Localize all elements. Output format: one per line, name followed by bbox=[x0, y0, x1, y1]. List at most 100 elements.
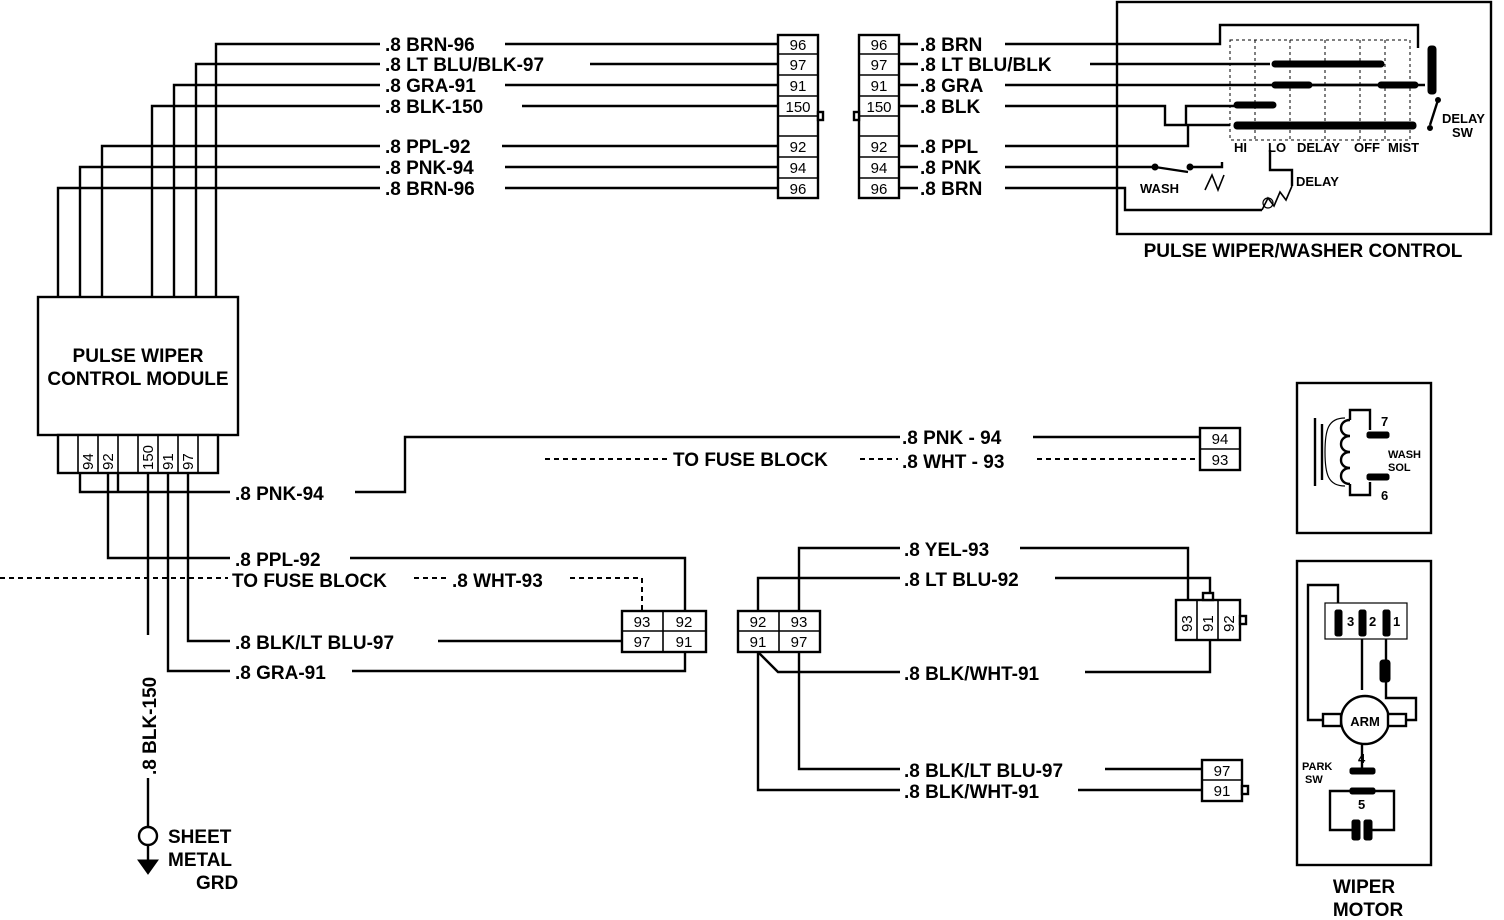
control-module: PULSE WIPER CONTROL MODULE 94 92 150 91 … bbox=[36, 295, 240, 475]
wire-label-ltblu92: .8 LT BLU-92 bbox=[904, 570, 1019, 591]
conn-l-pin-96: 96 bbox=[790, 37, 807, 54]
wire-label-ltblublk97: .8 LT BLU/BLK-97 bbox=[385, 55, 544, 76]
wire-label-blk150-ground: .8 BLK-150 bbox=[140, 677, 161, 775]
module-pin-94: 94 bbox=[80, 453, 97, 470]
wash-solenoid: 7 6 WASH SOL bbox=[1295, 381, 1433, 535]
top-right-wires: .8 BRN .8 LT BLU/BLK .8 GRA .8 BLK .8 PP… bbox=[899, 23, 1420, 212]
wire-label-blkwht91b: .8 BLK/WHT-91 bbox=[904, 782, 1040, 803]
conn-l-pin-150: 150 bbox=[785, 99, 810, 116]
wire-label-yel93: .8 YEL-93 bbox=[904, 540, 989, 561]
washer-control-switch: DELAY SW HI LO DELAY OFF MIST WASH DELAY… bbox=[1115, 0, 1493, 262]
pos-delay: DELAY bbox=[1297, 140, 1340, 155]
conn-r-pin-92: 92 bbox=[871, 139, 888, 156]
conn-l-pin-97: 97 bbox=[790, 57, 807, 74]
wire-label-blk150: .8 BLK-150 bbox=[385, 97, 483, 118]
conn-l-pin-91: 91 bbox=[790, 78, 807, 95]
wire-label-blkltblu97b: .8 BLK/LT BLU-97 bbox=[904, 761, 1063, 782]
wire-label-ppl92-lower: .8 PPL-92 bbox=[235, 550, 321, 571]
switch-title: PULSE WIPER/WASHER CONTROL bbox=[1144, 241, 1463, 262]
wire-label-brn: .8 BRN bbox=[920, 35, 982, 56]
top-connector-right: 96 97 91 150 92 94 96 bbox=[852, 33, 901, 200]
ground-label-3: GRD bbox=[196, 873, 238, 894]
wire-label-pnk: .8 PNK bbox=[920, 158, 982, 179]
motor-pin-3: 3 bbox=[1347, 614, 1354, 629]
wire-label-pnk94-left: .8 PNK-94 bbox=[235, 484, 324, 505]
delay-pot-label: DELAY bbox=[1296, 174, 1339, 189]
wire-label-wht93-upper: .8 WHT - 93 bbox=[902, 452, 1004, 473]
wiper-motor-label-1: WIPER bbox=[1333, 877, 1396, 898]
mid-wires: .8 PNK-94 .8 PNK - 94 TO FUSE BLOCK .8 W… bbox=[78, 426, 1242, 505]
park-pin-5: 5 bbox=[1358, 797, 1365, 812]
ground-label-2: METAL bbox=[168, 850, 232, 871]
sol-pin-6: 6 bbox=[1381, 488, 1388, 503]
wiper-motor: 3 2 1 ARM PARK SW 4 5 WIPER MOTOR bbox=[1295, 559, 1433, 920]
top-left-wire-labels: .8 BRN-96 .8 LT BLU/BLK-97 .8 GRA-91 .8 … bbox=[385, 35, 544, 200]
connM-91: 91 bbox=[750, 634, 767, 651]
to-fuse-block-upper: TO FUSE BLOCK bbox=[673, 450, 828, 471]
wire-label-pnk94-right: .8 PNK - 94 bbox=[902, 428, 1002, 449]
pos-mist: MIST bbox=[1388, 140, 1419, 155]
conn-l-pin-96-b: 96 bbox=[790, 181, 807, 198]
conn-r-pin-94: 94 bbox=[871, 160, 888, 177]
conn-91: 91 bbox=[1214, 783, 1231, 800]
wire-label-blkltblu97-lower: .8 BLK/LT BLU-97 bbox=[235, 633, 394, 654]
to-fuse-block-lower: TO FUSE BLOCK bbox=[232, 571, 387, 592]
top-left-wire-runs bbox=[502, 42, 778, 190]
conn-93: 93 bbox=[1212, 452, 1229, 469]
connL-97: 97 bbox=[634, 634, 651, 651]
motor-pin-1: 1 bbox=[1393, 614, 1400, 629]
arm-label: ARM bbox=[1350, 714, 1380, 729]
connM-93: 93 bbox=[791, 614, 808, 631]
wash-sol-label-2: SOL bbox=[1388, 462, 1411, 474]
conn-r-pin-96: 96 bbox=[871, 37, 888, 54]
conn-l-pin-92: 92 bbox=[790, 139, 807, 156]
module-title-2: CONTROL MODULE bbox=[47, 369, 228, 390]
ground-label-1: SHEET bbox=[168, 827, 232, 848]
module-pin-92: 92 bbox=[100, 453, 117, 470]
module-pin-97: 97 bbox=[180, 453, 197, 470]
conn-r-pin-96-b: 96 bbox=[871, 181, 888, 198]
wash-label: WASH bbox=[1140, 181, 1179, 196]
wire-label-ppl92: .8 PPL-92 bbox=[385, 137, 471, 158]
delay-sw-label-2: SW bbox=[1452, 125, 1474, 140]
wire-label-blkwht91: .8 BLK/WHT-91 bbox=[904, 664, 1040, 685]
module-pin-150: 150 bbox=[140, 445, 157, 470]
module-title-1: PULSE WIPER bbox=[73, 346, 204, 367]
wire-label-gra91: .8 GRA-91 bbox=[385, 76, 476, 97]
pos-off: OFF bbox=[1354, 140, 1380, 155]
connM-97: 97 bbox=[791, 634, 808, 651]
wire-label-ltblublk: .8 LT BLU/BLK bbox=[920, 55, 1052, 76]
wire-label-blk: .8 BLK bbox=[920, 97, 980, 118]
conn-r-pin-97: 97 bbox=[871, 57, 888, 74]
delay-sw-label-1: DELAY bbox=[1442, 111, 1485, 126]
module-top-wires bbox=[56, 42, 380, 297]
park-sw-label-2: SW bbox=[1305, 774, 1323, 786]
pos-hi: HI bbox=[1234, 140, 1247, 155]
conn-l-pin-94: 94 bbox=[790, 160, 807, 177]
connL-92: 92 bbox=[676, 614, 693, 631]
conn-r-pin-91: 91 bbox=[871, 78, 888, 95]
wire-label-gra91-lower: .8 GRA-91 bbox=[235, 663, 326, 684]
wash-sol-label-1: WASH bbox=[1388, 449, 1421, 461]
conn-94: 94 bbox=[1212, 431, 1229, 448]
motorconn-91: 91 bbox=[1200, 615, 1217, 632]
connL-93: 93 bbox=[634, 614, 651, 631]
lower-right-wires: 92 93 91 97 .8 YEL-93 .8 LT BLU-92 .8 BL… bbox=[736, 540, 1250, 803]
wire-label-gra: .8 GRA bbox=[920, 76, 984, 97]
wire-label-brn96-b: .8 BRN-96 bbox=[385, 179, 475, 200]
module-pin-91: 91 bbox=[160, 453, 177, 470]
wire-label-pnk94: .8 PNK-94 bbox=[385, 158, 474, 179]
park-sw-label-1: PARK bbox=[1302, 761, 1332, 773]
wire-label-brn-b: .8 BRN bbox=[920, 179, 982, 200]
motor-pin-2: 2 bbox=[1369, 614, 1376, 629]
lower-left-wires: .8 PPL-92 TO FUSE BLOCK .8 WHT-93 .8 BLK… bbox=[0, 473, 708, 684]
top-connector-left: 96 97 91 150 92 94 96 bbox=[776, 33, 825, 200]
conn-r-pin-150: 150 bbox=[866, 99, 891, 116]
sol-pin-7: 7 bbox=[1381, 414, 1388, 429]
connL-91: 91 bbox=[676, 634, 693, 651]
wire-label-wht93-lower: .8 WHT-93 bbox=[452, 571, 543, 592]
wire-label-brn96: .8 BRN-96 bbox=[385, 35, 475, 56]
ground-circuit: .8 BLK-150 SHEET METAL GRD bbox=[137, 473, 238, 894]
wiper-motor-label-2: MOTOR bbox=[1333, 900, 1404, 920]
